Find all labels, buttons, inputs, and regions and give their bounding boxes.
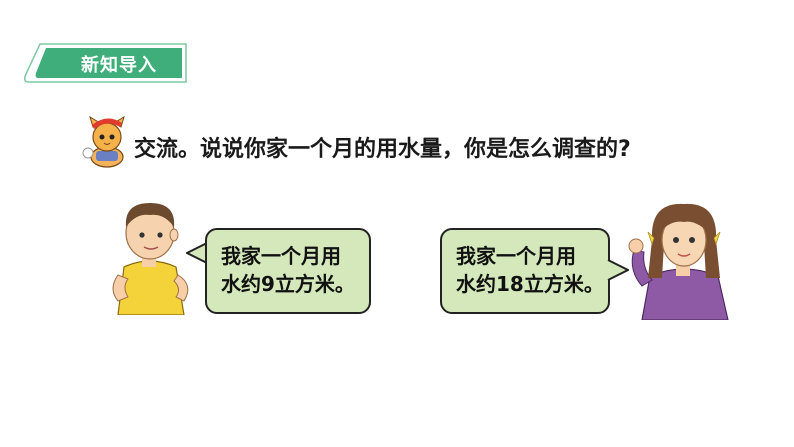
- boy-character-illustration: [112, 203, 189, 315]
- question-text: 交流。说说你家一个月的用水量，你是怎么调查的?: [134, 137, 631, 162]
- cat-mascot-icon: [82, 115, 125, 168]
- bubble-line: 水约18立方米。: [456, 272, 604, 296]
- section-tab: 新知导入: [22, 42, 188, 86]
- girl-character-illustration: [628, 203, 729, 320]
- speech-bubble-tail-left: [186, 242, 208, 264]
- bubble-line: 我家一个月用: [221, 244, 341, 268]
- speech-bubble-boy: 我家一个月用 水约9立方米。: [205, 228, 371, 314]
- bubble-line: 水约9立方米。: [221, 272, 355, 296]
- speech-bubble-tail-right: [607, 259, 629, 281]
- speech-bubble-girl: 我家一个月用 水约18立方米。: [440, 228, 610, 314]
- section-tab-shape: [23, 43, 187, 83]
- bubble-line: 我家一个月用: [456, 244, 576, 268]
- prompt-row: 交流。说说你家一个月的用水量，你是怎么调查的?: [82, 113, 762, 177]
- section-title: 新知导入: [81, 55, 157, 76]
